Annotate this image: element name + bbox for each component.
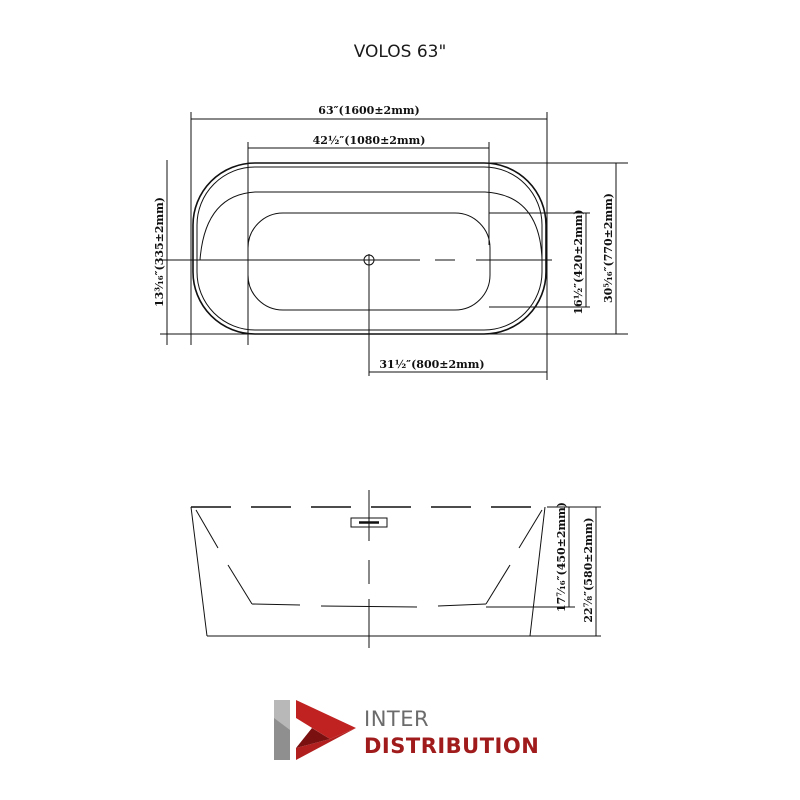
dim-drain-offset: 31½″(800±2mm) [379, 358, 484, 371]
top-view [160, 112, 628, 380]
drawing-title: VOLOS 63" [353, 42, 447, 62]
logo-mark-icon [274, 700, 356, 760]
dim-overall-width: 30⁵⁄₁₆″(770±2mm) [602, 193, 615, 303]
dim-overall-height: 22⁷⁄₈″(580±2mm) [582, 517, 595, 622]
dim-inner-width: 16½″(420±2mm) [572, 209, 585, 314]
logo-text-inter: INTER [364, 707, 430, 731]
dim-inner-depth: 17⁷⁄₁₆″(450±2mm) [555, 502, 568, 612]
logo-text-distribution: DISTRIBUTION [364, 734, 540, 758]
side-view [190, 490, 601, 648]
dim-inner-length: 42½″(1080±2mm) [313, 134, 426, 147]
dim-overall-length: 63″(1600±2mm) [318, 104, 419, 117]
dim-half-depth: 13³⁄₁₆″(335±2mm) [153, 197, 166, 307]
